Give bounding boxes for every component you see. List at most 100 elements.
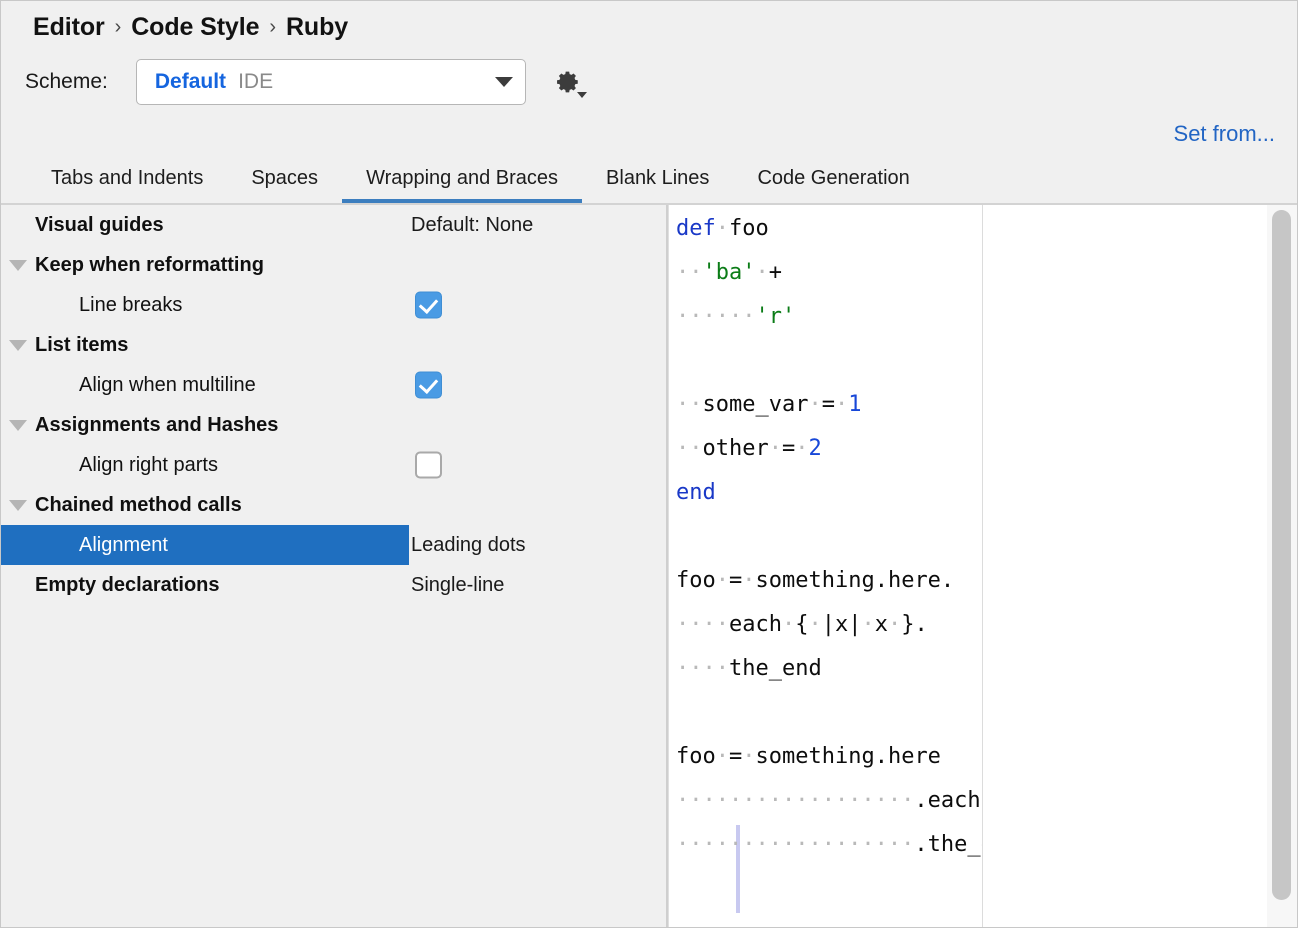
code-token-ws: · bbox=[742, 744, 756, 769]
code-token-ws: · bbox=[834, 392, 849, 417]
scheme-settings-button[interactable] bbox=[548, 62, 588, 102]
set-from-row: Set from... bbox=[1, 111, 1297, 157]
tree-row-line-breaks[interactable]: Line breaks bbox=[1, 285, 666, 325]
code-line: end bbox=[676, 471, 982, 515]
code-token-ws: · bbox=[981, 788, 982, 813]
tree-row-label: Align when multiline bbox=[79, 373, 256, 396]
tree-row-label: List items bbox=[35, 333, 129, 356]
expand-triangle-icon[interactable] bbox=[1, 499, 35, 511]
tree-row-chained-method-calls[interactable]: Chained method calls bbox=[1, 485, 666, 525]
code-token-ws: ·················· bbox=[676, 832, 915, 857]
expand-triangle-icon[interactable] bbox=[1, 259, 35, 271]
code-token: |x| bbox=[821, 612, 862, 637]
code-token-ws: ·· bbox=[676, 392, 703, 417]
code-token: foo bbox=[676, 744, 716, 769]
code-token: = bbox=[729, 568, 743, 593]
breadcrumb-separator-icon: › bbox=[269, 15, 276, 38]
tab-tabs-and-indents[interactable]: Tabs and Indents bbox=[27, 167, 227, 204]
code-token: other bbox=[702, 436, 769, 461]
code-token-str: 'r' bbox=[755, 304, 796, 329]
tree-row-keep-when-reformatting[interactable]: Keep when reformatting bbox=[1, 245, 666, 285]
code-token: .each bbox=[914, 788, 981, 813]
tab-label: Blank Lines bbox=[606, 167, 710, 189]
code-token: the_end bbox=[728, 656, 822, 681]
breadcrumb-item-code-style[interactable]: Code Style bbox=[131, 12, 260, 41]
tree-row-checkbox[interactable] bbox=[415, 371, 442, 399]
tree-row-label: Visual guides bbox=[35, 213, 164, 236]
code-token-ws: · bbox=[795, 436, 809, 461]
tree-row-value[interactable]: Single-line bbox=[411, 573, 505, 596]
indent-guide bbox=[736, 825, 740, 913]
vertical-scrollbar[interactable] bbox=[1267, 205, 1297, 927]
tab-wrapping-and-braces[interactable]: Wrapping and Braces bbox=[342, 167, 583, 204]
code-token: = bbox=[781, 436, 796, 461]
code-line: foo·=·something.here. bbox=[676, 559, 982, 603]
code-token: foo bbox=[729, 216, 769, 241]
code-line: ····the_end bbox=[676, 647, 982, 691]
set-from-link[interactable]: Set from... bbox=[1173, 121, 1275, 146]
preview-right-margin bbox=[983, 205, 1297, 927]
code-token-ws: · bbox=[742, 568, 756, 593]
breadcrumb-item-editor[interactable]: Editor bbox=[33, 12, 105, 41]
code-token-ws: · bbox=[755, 260, 769, 285]
code-line: ··other·=·2 bbox=[676, 427, 982, 471]
tree-row-align-when-multiline[interactable]: Align when multiline bbox=[1, 365, 666, 405]
code-line: ··'ba'·+ bbox=[676, 251, 982, 295]
code-line: def·foo bbox=[676, 207, 982, 251]
code-token-ws: ·· bbox=[676, 260, 703, 285]
tab-spaces[interactable]: Spaces bbox=[227, 167, 342, 204]
code-token-ws: ·· bbox=[676, 436, 703, 461]
tree-row-align-right-parts[interactable]: Align right parts bbox=[1, 445, 666, 485]
expand-triangle-icon[interactable] bbox=[1, 339, 35, 351]
gear-dropdown-caret-icon bbox=[576, 92, 587, 98]
expand-triangle-icon[interactable] bbox=[1, 419, 35, 431]
tab-label: Code Generation bbox=[757, 167, 910, 189]
gear-icon bbox=[556, 71, 578, 93]
scheme-selected-name: Default bbox=[154, 70, 227, 93]
code-line bbox=[676, 515, 982, 559]
code-token: = bbox=[729, 744, 743, 769]
code-token-ws: · bbox=[715, 568, 729, 593]
tab-code-generation[interactable]: Code Generation bbox=[733, 167, 933, 204]
tree-row-value[interactable]: Default: None bbox=[411, 213, 534, 236]
code-line: ··················.each·{·|x|·x·} bbox=[676, 779, 982, 823]
code-token-ws: · bbox=[808, 392, 822, 417]
code-token: + bbox=[768, 260, 782, 285]
code-token-num: 1 bbox=[848, 392, 862, 417]
code-preview-editor[interactable]: def·foo··'ba'·+······'r' ··some_var·=·1·… bbox=[668, 205, 983, 927]
vertical-scrollbar-thumb[interactable] bbox=[1272, 210, 1291, 900]
tree-row-visual-guides[interactable]: Visual guides Default: None bbox=[1, 205, 666, 245]
scheme-select[interactable]: Default IDE bbox=[135, 59, 526, 105]
tree-row-label: Chained method calls bbox=[35, 493, 242, 516]
code-token: { bbox=[795, 612, 809, 637]
code-token-ws: · bbox=[808, 612, 822, 637]
code-line bbox=[676, 339, 982, 383]
tree-row-list-items[interactable]: List items bbox=[1, 325, 666, 365]
breadcrumb-item-ruby[interactable]: Ruby bbox=[285, 12, 349, 41]
tree-row-assignments-and-hashes[interactable]: Assignments and Hashes bbox=[1, 405, 666, 445]
scheme-selected-kind: IDE bbox=[238, 70, 274, 93]
breadcrumb: Editor › Code Style › Ruby bbox=[1, 1, 1297, 53]
tab-label: Wrapping and Braces bbox=[366, 167, 559, 189]
tree-row-checkbox[interactable] bbox=[415, 291, 442, 319]
tab-blank-lines[interactable]: Blank Lines bbox=[582, 167, 733, 204]
code-line: ····each·{·|x|·x·}. bbox=[676, 603, 982, 647]
tree-row-value[interactable]: Leading dots bbox=[411, 533, 526, 556]
code-line: ······'r' bbox=[676, 295, 982, 339]
tree-row-checkbox[interactable] bbox=[415, 451, 442, 479]
code-token: each bbox=[728, 612, 782, 637]
code-token-ws: · bbox=[768, 436, 782, 461]
code-token: some_var bbox=[702, 392, 809, 417]
code-preview-text: def·foo··'ba'·+······'r' ··some_var·=·1·… bbox=[676, 207, 982, 927]
code-token-ws: · bbox=[715, 216, 729, 241]
code-token: something.here bbox=[755, 744, 941, 769]
code-line: ··some_var·=·1 bbox=[676, 383, 982, 427]
code-preview-panel: def·foo··'ba'·+······'r' ··some_var·=·1·… bbox=[668, 205, 1297, 927]
code-token: x bbox=[874, 612, 888, 637]
code-token-ws: ·················· bbox=[676, 788, 915, 813]
